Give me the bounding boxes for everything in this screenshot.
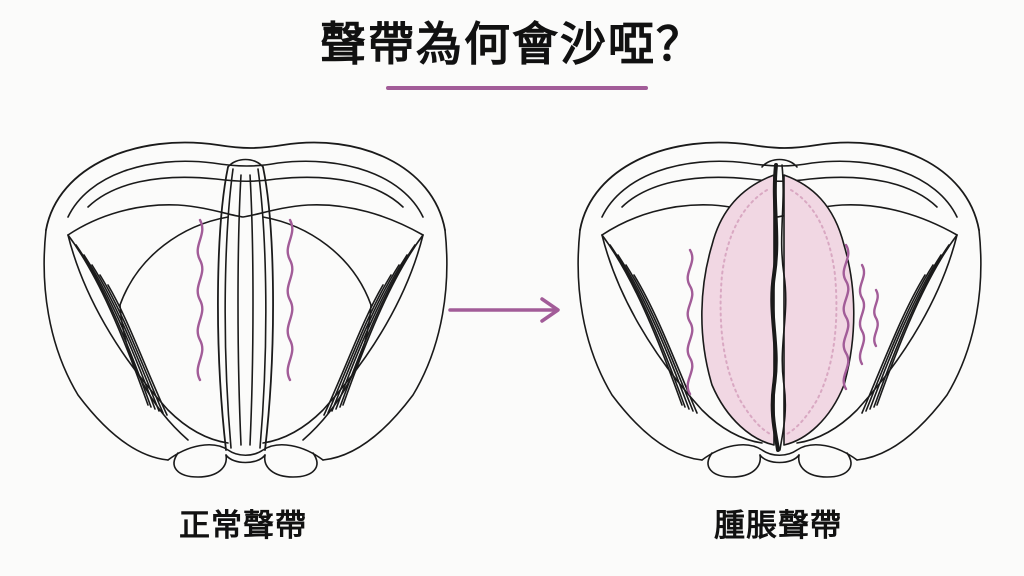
page-title: 聲帶為何會沙啞？ <box>320 17 704 71</box>
swollen-vocal-cords-caption: 腫脹聲帶 <box>714 508 842 544</box>
larynx-drawing-normal <box>43 141 448 478</box>
arrow-right-icon <box>446 295 566 325</box>
swollen-vocal-cords-illustration <box>562 105 992 485</box>
title-underline <box>386 86 648 90</box>
larynx-drawing-swollen <box>577 141 982 478</box>
normal-vocal-cords-illustration <box>28 105 458 485</box>
normal-vocal-cords-caption: 正常聲帶 <box>179 508 307 544</box>
